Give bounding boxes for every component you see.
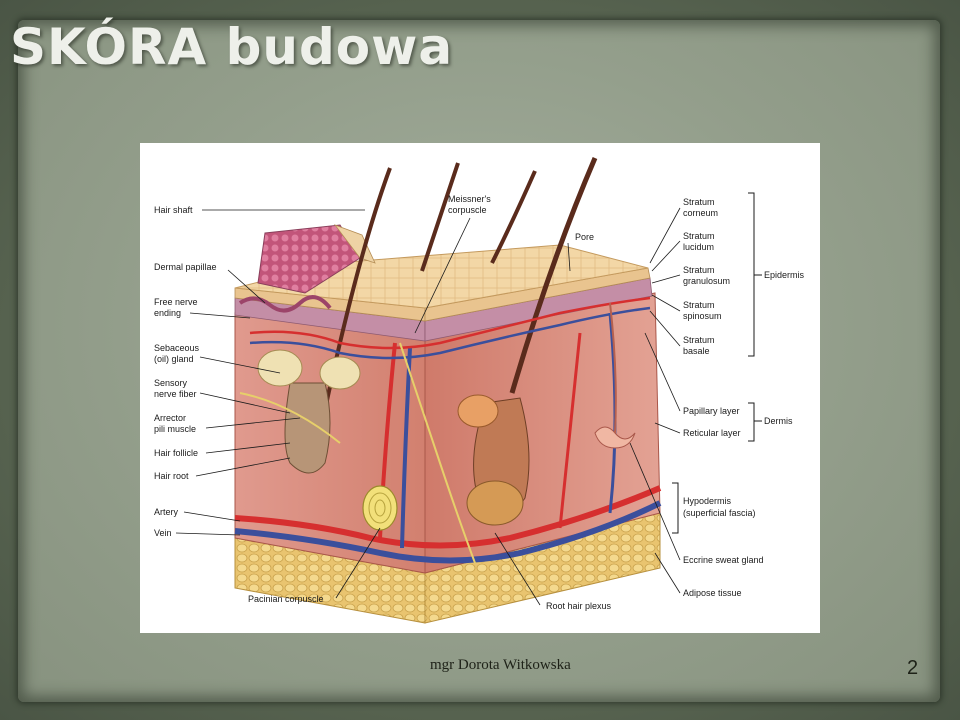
label-sebaceous-1: Sebaceous: [154, 343, 200, 353]
label-stratum-spinosum-1: Stratum: [683, 300, 715, 310]
blood-vessels: [234, 296, 662, 564]
label-sebaceous-2: (oil) gland: [154, 354, 194, 364]
top-labels: Meissner's corpuscle Pore: [448, 194, 594, 242]
label-papillary-layer: Papillary layer: [683, 406, 740, 416]
label-vein: Vein: [154, 528, 172, 538]
label-pore: Pore: [575, 232, 594, 242]
label-free-nerve-ending-1: Free nerve: [154, 297, 198, 307]
label-arrector-1: Arrector: [154, 413, 186, 423]
label-eccrine-sweat-gland: Eccrine sweat gland: [683, 555, 764, 565]
label-stratum-corneum-1: Stratum: [683, 197, 715, 207]
label-stratum-basale-2: basale: [683, 346, 710, 356]
label-stratum-lucidum-1: Stratum: [683, 231, 715, 241]
skin-diagram-svg: Hair shaft Dermal papillae Free nerve en…: [154, 157, 805, 624]
label-reticular-layer: Reticular layer: [683, 428, 741, 438]
label-hair-root: Hair root: [154, 471, 189, 481]
eccrine-sweat-gland: [594, 302, 636, 449]
skin-structure-diagram: Hair shaft Dermal papillae Free nerve en…: [140, 143, 820, 633]
left-labels: Hair shaft Dermal papillae Free nerve en…: [154, 205, 324, 604]
label-root-hair-plexus: Root hair plexus: [546, 601, 612, 611]
label-hair-follicle: Hair follicle: [154, 448, 198, 458]
footer-author: mgr Dorota Witkowska: [430, 657, 571, 673]
nerve-fibers: [239, 342, 476, 564]
layer-brackets: [672, 192, 762, 534]
label-stratum-spinosum-2: spinosum: [683, 311, 722, 321]
label-stratum-basale-1: Stratum: [683, 335, 715, 345]
label-stratum-corneum-2: corneum: [683, 208, 718, 218]
hair-follicles: [284, 382, 530, 526]
label-artery: Artery: [154, 507, 179, 517]
sebaceous-glands: [257, 349, 499, 428]
label-dermis: Dermis: [764, 416, 793, 426]
page-number: 2: [907, 657, 919, 679]
label-stratum-lucidum-2: lucidum: [683, 242, 714, 252]
dermal-papillae-flap: [238, 224, 376, 313]
label-hair-shaft: Hair shaft: [154, 205, 193, 215]
label-sensory-1: Sensory: [154, 378, 188, 388]
right-labels: Stratum corneum Stratum lucidum Stratum …: [683, 197, 805, 598]
label-arrector-2: pili muscle: [154, 424, 196, 434]
pacinian-corpuscle: [362, 485, 398, 531]
slide-title: SKÓRA budowa: [10, 18, 454, 76]
label-adipose-tissue: Adipose tissue: [683, 588, 742, 598]
label-hypodermis-2: (superficial fascia): [683, 508, 756, 518]
label-leader-lines: [175, 207, 681, 606]
label-meissner-1: Meissner's: [448, 194, 491, 204]
label-pacinian-corpuscle: Pacinian corpuscle: [248, 594, 324, 604]
label-sensory-2: nerve fiber: [154, 389, 197, 399]
label-dermal-papillae: Dermal papillae: [154, 262, 217, 272]
label-stratum-granulosum-2: granulosum: [683, 276, 730, 286]
label-hypodermis-1: Hypodermis: [683, 496, 732, 506]
label-meissner-2: corpuscle: [448, 205, 487, 215]
label-stratum-granulosum-1: Stratum: [683, 265, 715, 275]
label-free-nerve-ending-2: ending: [154, 308, 181, 318]
label-epidermis: Epidermis: [764, 270, 805, 280]
